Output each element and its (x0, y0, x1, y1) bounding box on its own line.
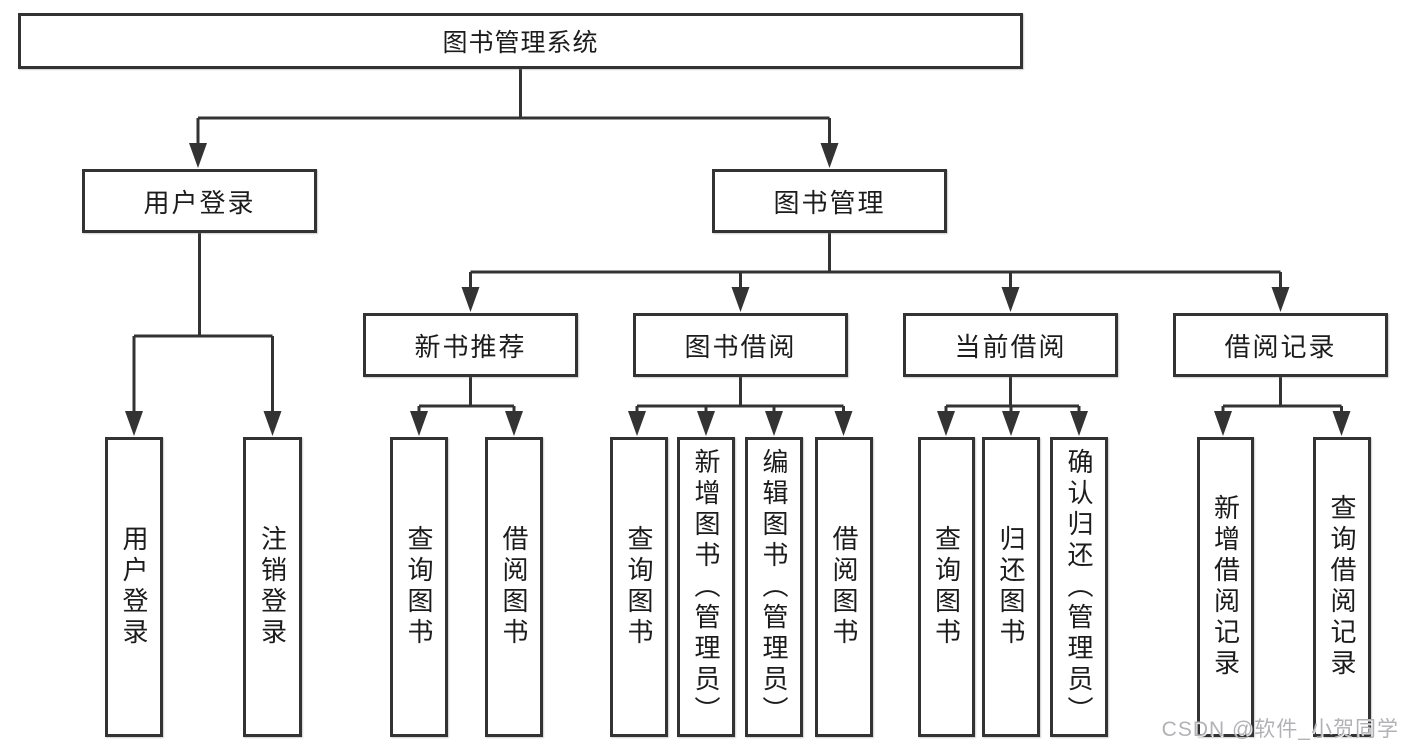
node-user-login: 用户登录 (82, 169, 317, 233)
leaf-logout: 注销登录 (243, 437, 302, 737)
leaf-label: 新增图书（管理员） (691, 447, 721, 727)
leaf-label: 查询图书 (624, 525, 654, 649)
connector-segments (132, 69, 1343, 414)
node-label: 图书管理系统 (442, 29, 599, 57)
node-new-book-recommendation: 新书推荐 (363, 313, 578, 377)
leaf-label: 编辑图书（管理员） (759, 447, 789, 727)
leaf-label: 归还图书 (996, 525, 1026, 649)
leaf-label: 新增借阅记录 (1210, 494, 1241, 680)
leaf-label: 查询图书 (931, 525, 962, 649)
leaf-current-confirm-return-admin: 确认归还（管理员） (1050, 437, 1108, 737)
arrowhead-icons (125, 143, 1351, 436)
leaf-label: 借阅图书 (829, 525, 859, 649)
leaf-user-login: 用户登录 (105, 437, 163, 737)
leaf-label: 确认归还（管理员） (1064, 447, 1094, 727)
node-label: 用户登录 (143, 187, 256, 218)
leaf-label: 用户登录 (119, 525, 149, 649)
node-label: 借阅记录 (1224, 331, 1337, 362)
leaf-label: 注销登录 (257, 525, 288, 649)
leaf-borrow-edit-books-admin: 编辑图书（管理员） (745, 437, 803, 737)
node-borrowing-records: 借阅记录 (1173, 313, 1388, 377)
node-label: 当前借阅 (954, 331, 1067, 362)
leaf-label: 查询借阅记录 (1327, 494, 1357, 680)
leaf-current-query-books: 查询图书 (918, 437, 975, 737)
leaf-rec-borrow-books: 借阅图书 (485, 437, 543, 737)
leaf-current-return-books: 归还图书 (982, 437, 1040, 737)
leaf-borrow-borrow-books: 借阅图书 (815, 437, 873, 737)
leaf-records-add-record: 新增借阅记录 (1197, 437, 1254, 737)
node-book-borrowing: 图书借阅 (633, 313, 848, 377)
node-label: 图书管理 (773, 187, 886, 218)
node-current-borrowing: 当前借阅 (903, 313, 1118, 377)
leaf-rec-query-books: 查询图书 (390, 437, 448, 737)
node-book-management: 图书管理 (712, 169, 947, 233)
leaf-borrow-add-books-admin: 新增图书（管理员） (677, 437, 735, 737)
leaf-borrow-query-books: 查询图书 (610, 437, 668, 737)
leaf-label: 查询图书 (404, 525, 434, 649)
leaf-label: 借阅图书 (499, 525, 529, 649)
node-label: 新书推荐 (414, 331, 527, 362)
watermark: CSDN @软件_小贺同学 (1161, 718, 1399, 741)
node-root-system: 图书管理系统 (18, 13, 1023, 69)
leaf-records-query-record: 查询借阅记录 (1313, 437, 1371, 737)
node-label: 图书借阅 (684, 331, 797, 362)
